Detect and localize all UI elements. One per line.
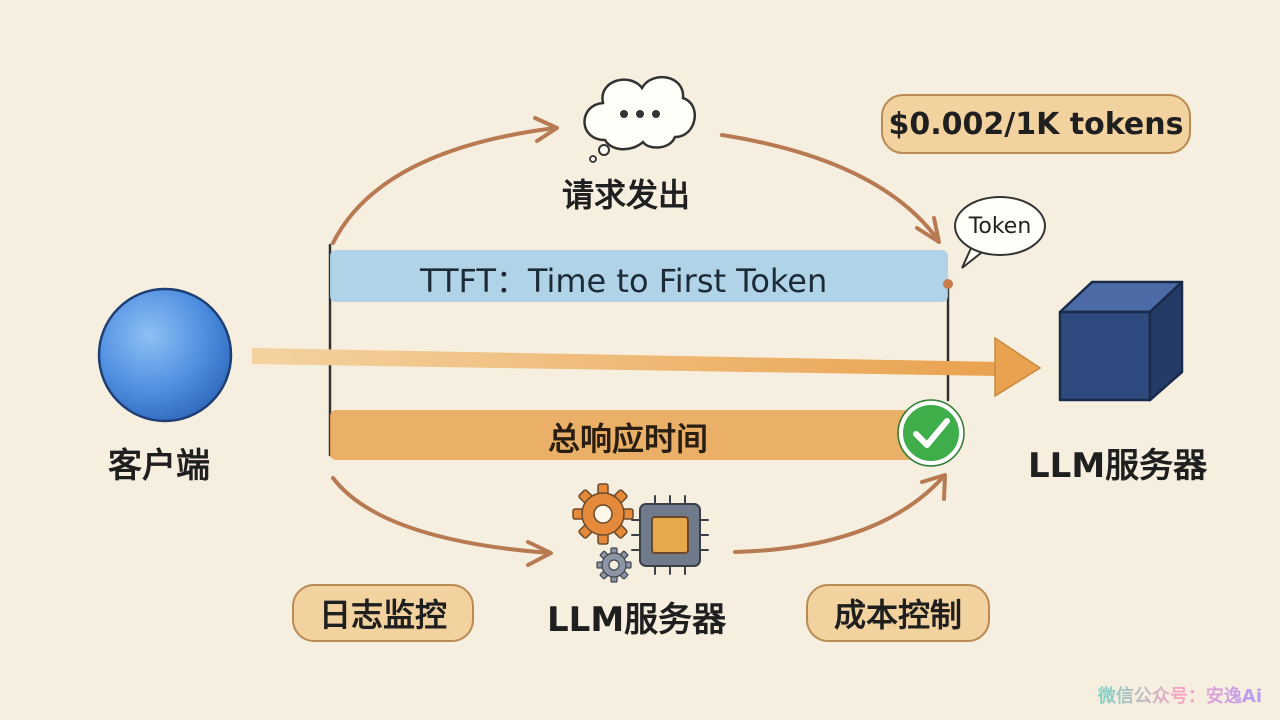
total-response-label: 总响应时间 — [548, 420, 709, 458]
sphere-icon — [97, 287, 233, 423]
token-bubble-label: Token — [968, 213, 1032, 239]
request-arrow-left-head — [533, 116, 559, 143]
cube-icon — [1058, 280, 1184, 402]
processing-label: LLM服务器 — [547, 600, 727, 640]
main-arrow-head — [994, 336, 1042, 398]
ttft-label: TTFT：Time to First Token — [420, 262, 828, 300]
gear-icon — [572, 483, 634, 583]
request-arrow-left — [331, 126, 557, 245]
processing-arrow-right — [733, 474, 946, 554]
price-pill: $0.002/1K tokens — [881, 94, 1191, 154]
ttft-band — [330, 250, 948, 302]
processing-arrow-left-head — [526, 540, 553, 567]
check-icon — [897, 399, 965, 467]
chip-icon — [631, 495, 709, 575]
first-token-dot — [943, 279, 953, 289]
request-arrow-right — [720, 133, 940, 242]
request-arrow-right-head — [915, 216, 941, 244]
total-response-band — [330, 410, 930, 460]
processing-arrow-right-head — [920, 473, 947, 501]
logging-pill: 日志监控 — [292, 584, 474, 642]
server-label: LLM服务器 — [1028, 446, 1208, 486]
thought-cloud-icon — [583, 75, 696, 163]
watermark: 微信公众号：安逸Ai — [1098, 682, 1262, 708]
cost-pill: 成本控制 — [806, 584, 990, 642]
client-label: 客户端 — [108, 446, 210, 486]
processing-arrow-left — [331, 476, 552, 555]
speech-bubble-icon: Token — [954, 196, 1046, 256]
request-label: 请求发出 — [562, 176, 691, 214]
main-arrow-shaft — [252, 348, 1000, 376]
